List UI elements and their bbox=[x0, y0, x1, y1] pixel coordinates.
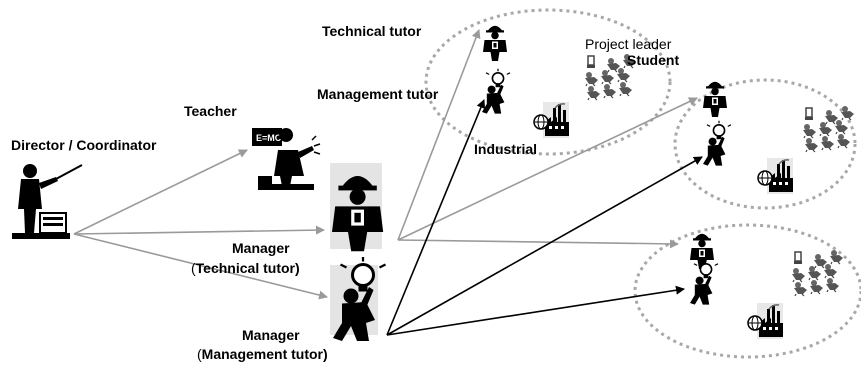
manager-management-label: Manager bbox=[242, 327, 300, 343]
project-leader-label: Project leader bbox=[585, 36, 672, 52]
technical-worker-icon bbox=[690, 233, 714, 269]
team-group-ellipse-2 bbox=[673, 78, 857, 210]
arrow-mgr-mgmt-to-tutor-3 bbox=[386, 285, 685, 336]
management-tutor-label: Management tutor bbox=[317, 86, 439, 102]
director-label: Director / Coordinator bbox=[11, 137, 157, 153]
student-group-icon bbox=[803, 106, 854, 152]
gray-arrows bbox=[73, 29, 698, 300]
lightbulb-thinker-icon bbox=[481, 68, 511, 115]
arrow-director-to-manager-tech bbox=[73, 225, 325, 235]
arrow-mgr-mgmt-to-tutor-2 bbox=[386, 156, 703, 336]
arrow-mgr-tech-to-tutor-1 bbox=[397, 29, 481, 241]
student-group-icon bbox=[792, 250, 843, 296]
arrow-director-to-teacher bbox=[73, 149, 248, 235]
lecturer-with-pointer-icon bbox=[11, 163, 83, 240]
black-arrows bbox=[386, 99, 703, 336]
team-group-ellipse-1 bbox=[424, 8, 672, 156]
factory-globe-icon bbox=[757, 157, 794, 195]
technical-worker-icon bbox=[483, 25, 507, 61]
arrow-director-to-manager-mgmt bbox=[73, 233, 328, 300]
arrow-mgr-tech-to-tutor-3 bbox=[397, 239, 679, 249]
lightbulb-thinker-icon bbox=[702, 120, 732, 167]
manager-management-role: (Management tutor) bbox=[197, 346, 328, 362]
teacher-label: Teacher bbox=[184, 103, 237, 119]
lightbulb-thinker-icon bbox=[330, 255, 387, 343]
technical-worker-icon bbox=[703, 81, 727, 117]
technical-worker-icon bbox=[330, 163, 384, 252]
teacher-at-blackboard-icon bbox=[251, 127, 321, 191]
team-group-ellipse-3 bbox=[633, 223, 861, 359]
factory-globe-icon bbox=[533, 101, 570, 139]
arrow-mgr-tech-to-tutor-2 bbox=[397, 97, 698, 241]
lightbulb-thinker-icon bbox=[689, 258, 719, 306]
industrial-label: Industrial bbox=[474, 141, 538, 157]
technical-tutor-label: Technical tutor bbox=[322, 23, 422, 39]
arrow-mgr-mgmt-to-tutor-1 bbox=[386, 99, 486, 336]
manager-technical-label: Manager bbox=[232, 240, 290, 256]
manager-technical-role: (Technical tutor) bbox=[191, 260, 300, 276]
student-label: Student bbox=[627, 52, 680, 68]
factory-globe-icon bbox=[747, 302, 784, 340]
